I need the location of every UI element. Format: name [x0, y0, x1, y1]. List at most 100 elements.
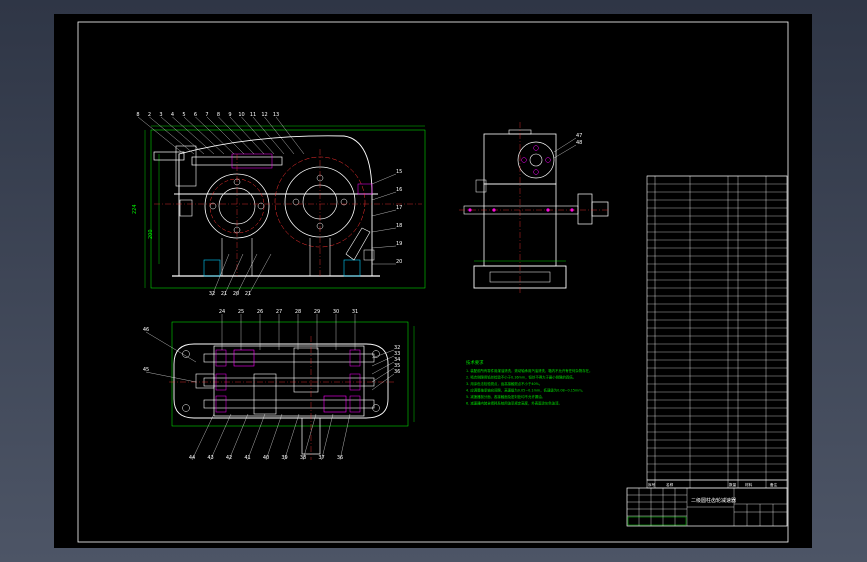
- front-callout-right-label: 19: [396, 241, 402, 247]
- plan-callout-bottom-label: 37: [318, 455, 324, 461]
- side-flange-holes: [521, 145, 551, 175]
- plan-input-stub: [195, 373, 215, 389]
- front-callout-top-leader: [160, 116, 205, 155]
- front-drain-plug: [363, 249, 375, 261]
- side-callout-right-label: 47: [576, 133, 582, 139]
- plan-callout-right-leader: [371, 373, 395, 391]
- front-callout-top-label: 7: [205, 112, 208, 118]
- front-callout-bottom-leader: [211, 253, 230, 297]
- front-bearing-cover: [175, 145, 197, 187]
- front-callout-bottom-label: 32: [209, 291, 215, 297]
- title-block-title: 二级圆柱齿轮减速器: [691, 497, 736, 504]
- front-callout-right-leader: [371, 245, 397, 249]
- front-oil-gauge: [345, 227, 371, 261]
- side-flange-bore: [529, 153, 543, 167]
- plan-callout-bottom-leader: [321, 413, 334, 461]
- front-callout-top-leader: [149, 116, 195, 155]
- plan-callout-right-leader: [371, 361, 395, 375]
- title-block-grid: [627, 488, 787, 526]
- plan-callout-bottom-label: 36: [337, 455, 343, 461]
- front-view[interactable]: 224 200: [132, 112, 426, 297]
- plan-callout-bottom-leader: [284, 413, 300, 461]
- plan-callout-bottom-label: 42: [226, 455, 232, 461]
- plan-callout-bottom-label: 44: [189, 455, 195, 461]
- plan-callout-bottom-leader: [247, 413, 266, 461]
- parts-header-name: 名称: [666, 482, 674, 487]
- plan-high-shaft: [203, 353, 375, 363]
- front-base-pad: [343, 259, 361, 277]
- front-input-shaft: [153, 151, 185, 161]
- front-callout-top-leader: [264, 116, 295, 155]
- plan-callout-right-leader: [371, 355, 395, 367]
- plan-callout-right-label: 34: [394, 357, 400, 363]
- front-callout-bottom-label: 21: [221, 291, 227, 297]
- plan-callout-right-label: 33: [394, 351, 400, 357]
- front-dimension-box: [150, 129, 426, 289]
- parts-header-qty: 数量: [729, 482, 737, 487]
- front-callout-top-label: 13: [273, 112, 279, 118]
- drawing-sheet[interactable]: 224 200: [54, 14, 812, 548]
- parts-list[interactable]: 序号 名称 数量 材料 备注: [646, 175, 788, 489]
- plan-callout-top-label: 29: [314, 309, 320, 315]
- drawing-canvas: 224 200: [77, 21, 789, 543]
- front-callout-top-leader: [229, 116, 265, 155]
- plan-casing-outline: [173, 343, 389, 419]
- plan-callout-right-label: 35: [394, 363, 400, 369]
- front-callout-right-label: 15: [396, 169, 402, 175]
- front-dim-text: 200: [148, 229, 154, 239]
- parts-header-remark: 备注: [770, 482, 778, 487]
- plan-callout-top-label: 26: [257, 309, 263, 315]
- plan-gear: [323, 395, 347, 413]
- plan-callout-top-label: 31: [352, 309, 358, 315]
- plan-gear: [233, 349, 255, 367]
- plan-callout-bottom-leader: [191, 413, 215, 461]
- plan-callout-right-leader: [371, 367, 395, 383]
- plan-gear: [293, 347, 319, 393]
- plan-callout-right-label: 36: [394, 369, 400, 375]
- plan-callout-bottom-label: 39: [281, 455, 287, 461]
- front-callout-top-leader: [183, 116, 225, 155]
- front-callout-top-leader: [218, 116, 255, 155]
- front-callout-top-label: 8: [217, 112, 220, 118]
- front-callout-bottom-leader: [223, 253, 244, 297]
- front-callout-top-label: 12: [261, 112, 267, 118]
- plan-callout-left-leader: [145, 331, 197, 363]
- side-callout-right-leader: [553, 137, 577, 153]
- plan-callout-bottom-label: 38: [300, 455, 306, 461]
- front-callout-top-label: 9: [228, 112, 231, 118]
- front-callout-bottom-label: 20: [233, 291, 239, 297]
- plan-callout-bottom-leader: [302, 413, 317, 461]
- front-callout-top-label: 6: [194, 112, 197, 118]
- front-callout-top-label: 8: [136, 112, 139, 118]
- front-callout-right-leader: [371, 173, 397, 185]
- plan-low-shaft: [203, 399, 375, 409]
- plan-callout-top-label: 28: [295, 309, 301, 315]
- front-cover-outline: [178, 135, 373, 195]
- front-callout-top-leader: [275, 116, 305, 155]
- tech-note-line: 3. 用涂色法检验斑点，齿高接触斑点不小于40%。: [466, 381, 542, 386]
- title-block[interactable]: 二级圆柱齿轮减速器: [626, 487, 788, 527]
- tech-note-line: 1. 装配前所有零件用煤油清洗，滚动轴承用汽油清洗，箱内不允许有任何杂物存在。: [466, 368, 592, 373]
- front-callout-top-label: 2: [148, 112, 151, 118]
- technical-notes[interactable]: 技术要求 1. 装配前所有零件用煤油清洗，滚动轴承用汽油清洗，箱内不允许有任何杂…: [466, 359, 592, 406]
- parts-list-rows: [647, 175, 787, 473]
- drawing-frame: [77, 21, 789, 543]
- plan-callout-bottom-leader: [210, 413, 232, 461]
- parts-header-no: 序号: [648, 482, 656, 487]
- front-callout-right-label: 17: [396, 205, 402, 211]
- plan-callout-top-label: 27: [276, 309, 282, 315]
- front-callout-top-label: 3: [159, 112, 162, 118]
- side-shaft-end: [577, 193, 593, 225]
- plan-callout-bottom-label: 40: [263, 455, 269, 461]
- front-casing-outline: [178, 193, 373, 277]
- front-callout-bottom-leader: [247, 253, 272, 297]
- front-callout-top-label: 11: [250, 112, 256, 118]
- front-callout-top-leader: [137, 116, 185, 155]
- front-base-pad: [203, 259, 221, 277]
